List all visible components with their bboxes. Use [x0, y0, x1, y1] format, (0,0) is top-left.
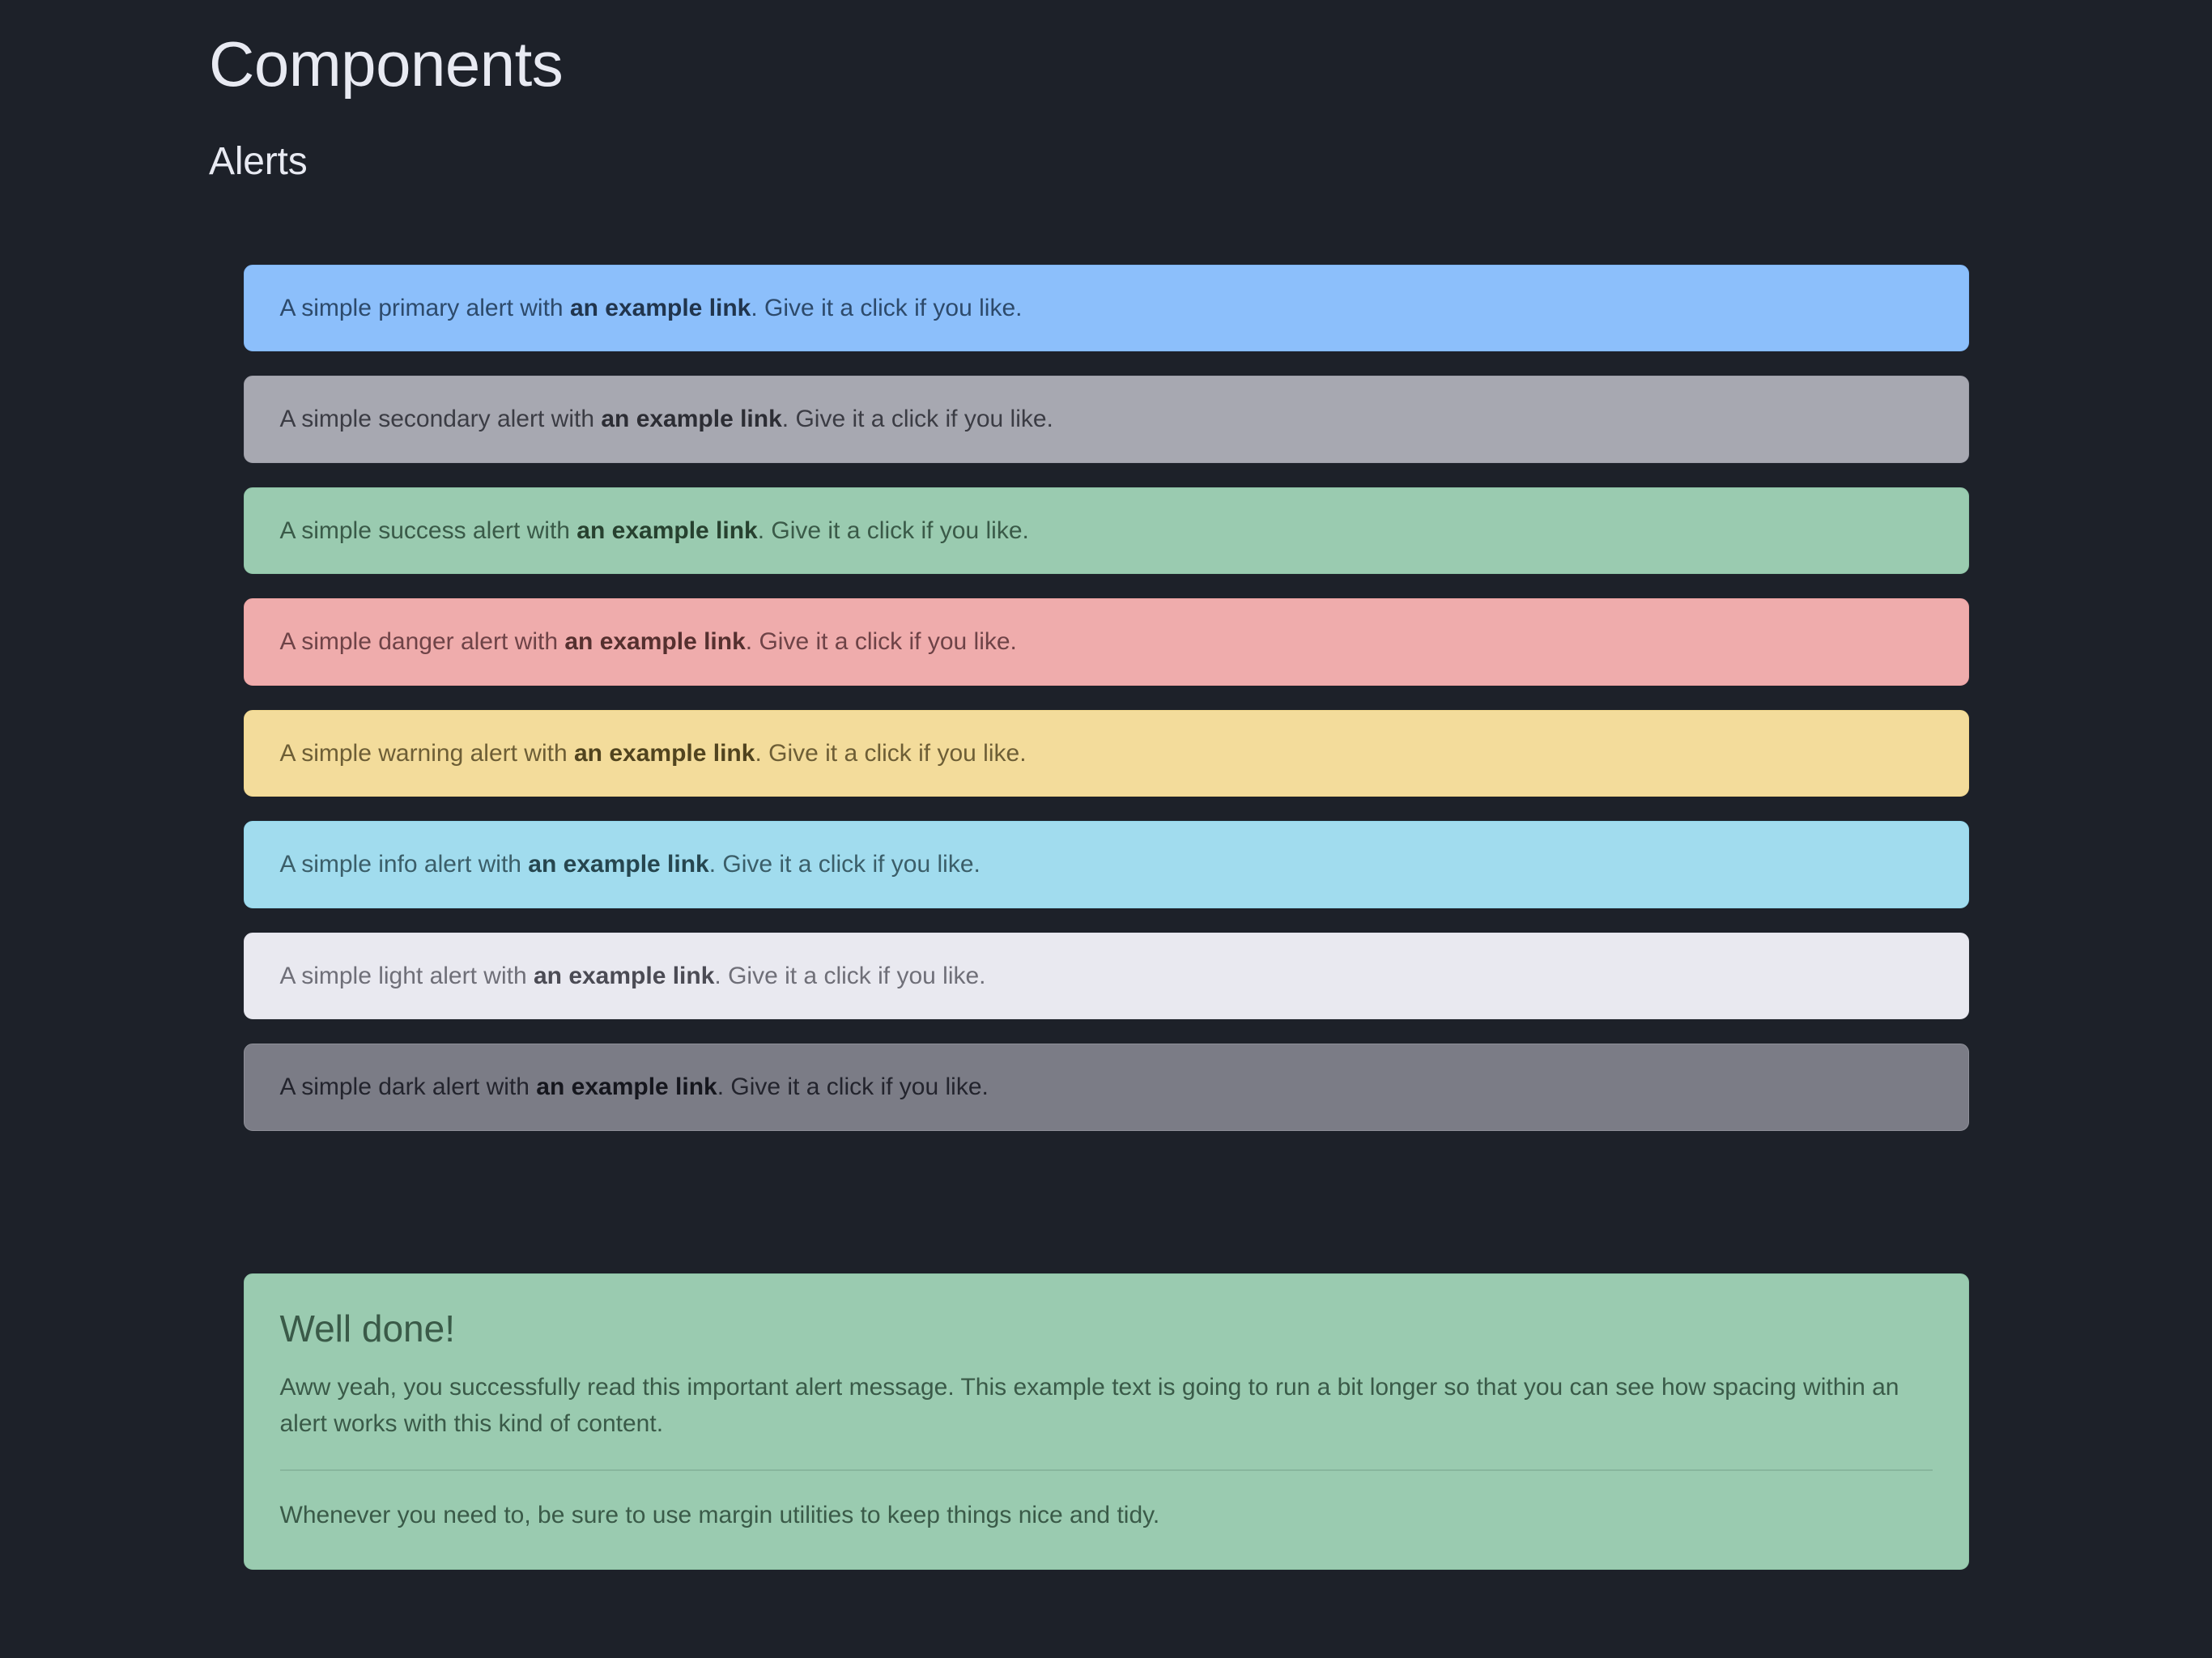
alert-text-prefix: A simple danger alert with — [279, 628, 565, 656]
alert-text-prefix: A simple dark alert with — [279, 1073, 537, 1101]
alert-secondary[interactable]: A simple secondary alert with an example… — [243, 376, 1969, 463]
alert-info[interactable]: A simple info alert with an example link… — [243, 821, 1969, 908]
alert-link[interactable]: an example link — [528, 851, 709, 878]
alert-link[interactable]: an example link — [564, 628, 746, 656]
alert-text-suffix: . Give it a click if you like. — [755, 739, 1027, 767]
alert-block-heading: Well done! — [279, 1307, 456, 1350]
alert-text-prefix: A simple light alert with — [279, 962, 534, 989]
alert-link[interactable]: an example link — [533, 962, 715, 989]
alert-text-suffix: . Give it a click if you like. — [751, 294, 1023, 321]
alert-text-prefix: A simple secondary alert with — [279, 406, 602, 433]
alert-link[interactable]: an example link — [576, 517, 758, 544]
alert-link[interactable]: an example link — [536, 1073, 717, 1101]
alert-block-divider — [279, 1469, 1933, 1471]
alert-text-suffix: . Give it a click if you like. — [714, 962, 986, 989]
alert-text-suffix: . Give it a click if you like. — [745, 628, 1017, 656]
alert-link[interactable]: an example link — [569, 294, 751, 321]
alert-text-suffix: . Give it a click if you like. — [717, 1073, 989, 1101]
alert-block-footer: Whenever you need to, be sure to use mar… — [279, 1501, 1160, 1528]
alert-link[interactable]: an example link — [601, 406, 782, 433]
section-spacer-bottom — [0, 1570, 2212, 1628]
alert-danger[interactable]: A simple danger alert with an example li… — [243, 598, 1969, 686]
section-spacer — [0, 1131, 2212, 1273]
alerts-list: A simple primary alert with an example l… — [0, 184, 2212, 1131]
alert-light[interactable]: A simple light alert with an example lin… — [243, 932, 1969, 1020]
section-title-badges: Badges — [0, 1628, 2212, 1658]
alert-text-suffix: . Give it a click if you like. — [708, 851, 981, 878]
alert-block-body: Aww yeah, you successfully read this imp… — [279, 1373, 1899, 1437]
alert-text-prefix: A simple success alert with — [279, 517, 577, 544]
alert-warning[interactable]: A simple warning alert with an example l… — [243, 709, 1969, 797]
alert-success[interactable]: A simple success alert with an example l… — [243, 487, 1969, 575]
alert-dark[interactable]: A simple dark alert with an example link… — [243, 1044, 1969, 1131]
alert-text-suffix: . Give it a click if you like. — [781, 406, 1053, 433]
alert-text-prefix: A simple warning alert with — [279, 739, 574, 767]
section-title-alerts: Alerts — [209, 140, 308, 183]
alert-link[interactable]: an example link — [574, 739, 755, 767]
alert-text-prefix: A simple info alert with — [279, 851, 529, 878]
alert-text-prefix: A simple primary alert with — [279, 294, 570, 321]
alert-success-block[interactable]: Well done! Aww yeah, you successfully re… — [243, 1273, 1969, 1570]
alert-text-suffix: . Give it a click if you like. — [757, 517, 1029, 544]
page-title: Components — [209, 28, 564, 100]
alert-primary[interactable]: A simple primary alert with an example l… — [243, 264, 1969, 352]
